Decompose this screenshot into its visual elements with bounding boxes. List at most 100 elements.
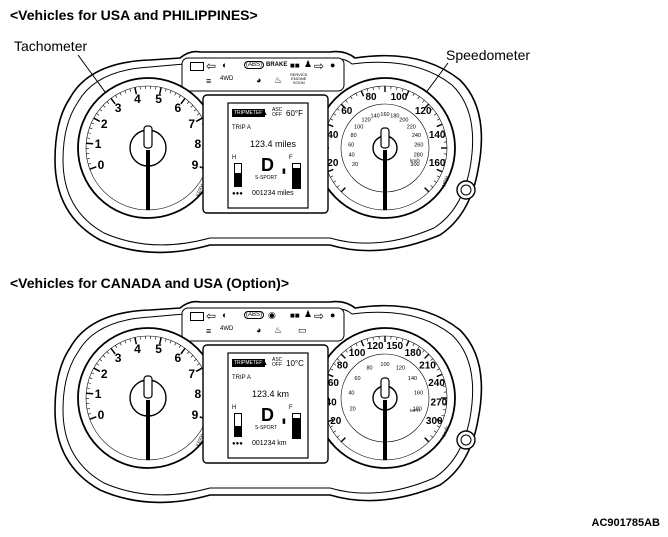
tacho-tick	[106, 351, 110, 355]
tacho-tick	[195, 117, 203, 123]
speed-tick	[336, 108, 340, 111]
tacho-number: 8	[195, 137, 202, 151]
speed-tick	[340, 187, 346, 193]
cluster-housing-outline	[54, 300, 483, 504]
tachometer-dial: 0123456789x1000r/min	[77, 327, 219, 469]
tacho-tick	[129, 338, 131, 342]
speed-inner-number: 20	[352, 162, 358, 168]
speed-tick	[436, 118, 440, 121]
temp-gauge-bar	[234, 413, 242, 437]
speed-tick	[401, 88, 404, 92]
speed-tick	[355, 343, 358, 347]
speed-tick	[422, 99, 425, 103]
speed-tick	[424, 353, 430, 359]
speed-outer-number: 140	[429, 130, 446, 141]
tacho-number: 1	[95, 387, 102, 401]
fuel-gauge-f: F	[289, 405, 293, 411]
tacho-tick	[86, 392, 94, 395]
fuel-icon: ▮	[282, 168, 286, 175]
tacho-tick	[180, 347, 186, 355]
tacho-tick	[158, 87, 162, 95]
tacho-tick	[119, 92, 122, 96]
tacho-tick	[174, 92, 177, 96]
speed-outer-number: 270	[431, 397, 448, 408]
temp-gauge-h: H	[232, 405, 237, 411]
seatbelt-icon: ♟	[304, 59, 313, 69]
tacho-tick	[134, 337, 138, 345]
tacho-tick	[129, 88, 131, 92]
speed-outer-unit-label: km/h	[441, 425, 450, 437]
speed-outer-number: 100	[349, 348, 366, 359]
tachometer-callout-label: Tachometer	[14, 38, 88, 54]
speed-inner-number: 120	[362, 118, 371, 124]
speed-outer-number: 40	[327, 130, 339, 141]
fuel-cap-icon: ♨	[274, 75, 283, 85]
tacho-tick	[195, 367, 203, 373]
speed-tick	[417, 346, 420, 350]
tacho-number: 1	[95, 137, 102, 151]
tacho-tick	[99, 359, 103, 362]
speed-inner-number: 300	[410, 162, 419, 168]
speed-tick	[333, 180, 337, 183]
right-turn-arrow-icon: ⇨	[314, 309, 325, 323]
speed-outer-number: 80	[365, 92, 377, 103]
odometer-value: 001234 km	[252, 440, 287, 447]
speed-outer-number: 160	[429, 158, 446, 169]
tacho-tick	[115, 345, 118, 349]
speed-tick	[405, 90, 410, 97]
speed-inner-number: 40	[349, 153, 355, 159]
speed-outer-number: 120	[415, 106, 432, 117]
tacho-tick	[190, 105, 194, 108]
tacho-number: 5	[155, 92, 162, 106]
speed-inner-number: 160	[414, 391, 423, 397]
tacho-tick	[87, 382, 91, 384]
fuel-cap-icon: ♨	[274, 325, 283, 335]
speed-outer-number: 20	[327, 158, 339, 169]
speed-tick	[433, 180, 437, 183]
tacho-number: 2	[101, 367, 108, 381]
tacho-tick	[186, 351, 190, 355]
tacho-tick	[180, 97, 186, 105]
speed-tick	[442, 135, 446, 137]
tacho-tick	[196, 363, 200, 366]
speed-tick	[350, 346, 353, 350]
speed-tick	[396, 87, 398, 91]
seatbelt-icon: ♟	[304, 309, 313, 319]
speed-tick	[366, 338, 369, 342]
airbag-icon: ●	[330, 310, 336, 320]
tacho-tick	[96, 113, 100, 116]
heading-usa-philippines: <Vehicles for USA and PHILIPPINES>	[10, 7, 258, 23]
speed-tick	[441, 414, 445, 417]
headlight-icon: ◐	[222, 310, 228, 320]
tacho-tick	[87, 132, 91, 134]
heading-canada-usa-option: <Vehicles for CANADA and USA (Option)>	[10, 275, 289, 291]
speed-tick	[430, 358, 434, 361]
speed-inner-number: 240	[412, 133, 421, 139]
speed-inner-number: 100	[354, 124, 363, 130]
tacho-number: 4	[134, 342, 141, 356]
speed-tick	[340, 103, 346, 109]
tacho-tick	[110, 97, 116, 105]
speed-outer-number: 240	[428, 378, 445, 389]
tacho-tick	[106, 101, 110, 105]
warning-lamp-panel	[181, 57, 345, 92]
speed-tick	[430, 108, 434, 111]
speed-tick	[340, 353, 346, 359]
oil-icon: ◕	[256, 325, 262, 335]
drive-mode-label: S-SPORT	[255, 425, 278, 431]
tacho-tick	[88, 413, 92, 415]
tacho-tick	[134, 87, 138, 95]
tacho-number: 7	[188, 367, 195, 381]
tacho-tick	[91, 122, 95, 125]
speed-tick	[436, 168, 443, 173]
oil-icon: ◕	[256, 75, 262, 85]
speed-tick	[396, 337, 398, 341]
speed-outer-number: 120	[367, 341, 384, 352]
tacho-tick	[169, 340, 172, 344]
speed-tick	[433, 430, 437, 433]
speed-inner-number: 80	[367, 366, 373, 372]
speed-tick	[366, 88, 369, 92]
asc-off-label: ASC OFF	[272, 107, 283, 118]
check-engine-icon: ■■	[290, 311, 300, 320]
